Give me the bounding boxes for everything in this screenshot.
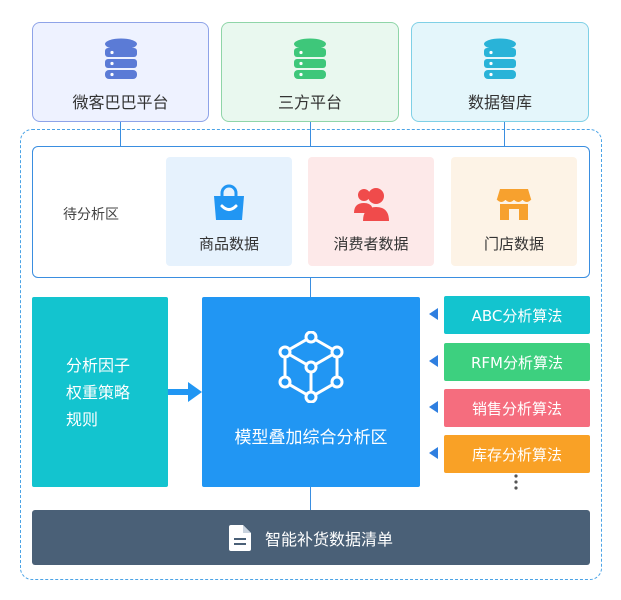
database-icon <box>484 38 516 79</box>
triangle-left-icon <box>429 355 438 367</box>
source-card-data-bank: 数据智库 <box>411 22 589 122</box>
analysis-container <box>20 129 602 580</box>
store-data-card: 门店数据 <box>451 157 577 266</box>
connector-line-1 <box>120 122 121 146</box>
arrow-right-icon <box>168 382 202 402</box>
source-label: 微客巴巴平台 <box>72 93 169 112</box>
connector-line-2 <box>310 122 311 146</box>
algorithm-inventory: 库存分析算法 <box>444 435 590 473</box>
triangle-left-icon <box>429 401 438 413</box>
source-card-weike: 微客巴巴平台 <box>32 22 209 122</box>
card-label: 门店数据 <box>483 235 544 253</box>
card-label: 消费者数据 <box>333 235 409 253</box>
factor-line: 权重策略 <box>66 382 131 402</box>
product-data-card: 商品数据 <box>166 157 292 266</box>
connector-line-3 <box>504 122 505 146</box>
document-icon <box>228 524 251 551</box>
users-icon <box>354 188 389 221</box>
factor-line: 规则 <box>66 409 99 429</box>
card-label: 商品数据 <box>198 235 259 253</box>
algorithm-rfm: RFM分析算法 <box>444 343 590 381</box>
network-cube-icon <box>278 331 344 403</box>
replenishment-list-bar: 智能补货数据清单 <box>32 510 590 565</box>
consumer-data-card: 消费者数据 <box>308 157 434 266</box>
algorithm-abc: ABC分析算法 <box>444 296 590 334</box>
pending-area-label: 待分析区 <box>63 207 119 223</box>
store-icon <box>496 189 532 220</box>
algorithm-sales: 销售分析算法 <box>444 389 590 427</box>
footer-label: 智能补货数据清单 <box>264 529 393 549</box>
factor-line: 分析因子 <box>66 355 131 375</box>
triangle-left-icon <box>429 447 438 459</box>
shopping-bag-icon <box>214 184 244 220</box>
analysis-factors-box: 分析因子 权重策略 规则 <box>32 297 168 487</box>
source-label: 数据智库 <box>467 93 532 112</box>
model-label: 模型叠加综合分析区 <box>234 428 388 448</box>
connector-line-pending-model <box>310 278 311 297</box>
triangle-left-icon <box>429 308 438 320</box>
database-icon <box>294 38 326 79</box>
database-icon <box>104 38 137 79</box>
model-analysis-area: 模型叠加综合分析区 <box>202 297 420 487</box>
source-card-third-party: 三方平台 <box>221 22 399 122</box>
source-label: 三方平台 <box>277 93 342 112</box>
connector-line-model-footer <box>310 487 311 510</box>
more-dots-icon <box>514 474 518 490</box>
